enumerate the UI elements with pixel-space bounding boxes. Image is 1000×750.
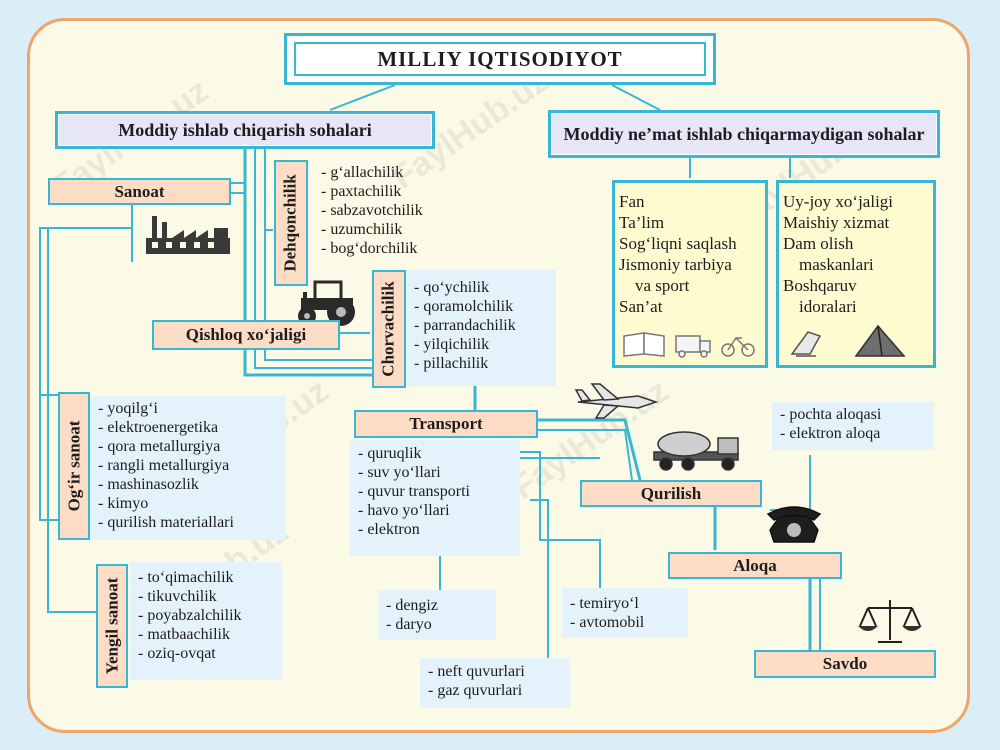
agriculture-node: Qishloq xo‘jaligi — [152, 320, 340, 350]
ambulance-icon — [675, 335, 711, 358]
livestock-label: Chorvachilik — [372, 270, 406, 388]
list-item: sabzavotchilik — [321, 201, 465, 220]
list-item: suv yo‘llari — [358, 463, 512, 482]
farming-list: g‘allachilik paxtachilik sabzavotchilik … — [313, 160, 473, 264]
non-material-header: Moddiy ne’mat ishlab chiqarmaydigan soha… — [548, 110, 940, 158]
book-icon — [623, 332, 665, 357]
pipeline-transport-list: neft quvurlari gaz quvurlari — [420, 658, 570, 708]
nm-right-line-5: Boshqaruv — [783, 276, 857, 295]
list-item: pillachilik — [414, 354, 548, 373]
communication-node: Aloqa — [668, 552, 842, 579]
communication-list: pochta aloqasi elektron aloqa — [772, 402, 934, 450]
nm-left-line-6: San’at — [619, 297, 663, 316]
list-item: avtomobil — [570, 613, 680, 632]
list-item: paxtachilik — [321, 182, 465, 201]
nm-right-line-1: Uy-joy xo‘jaligi — [783, 192, 894, 211]
heavy-industry-label-text: Og‘ir sanoat — [64, 420, 84, 512]
land-transport-list: temiryo‘l avtomobil — [562, 588, 688, 638]
arrow-to-material — [329, 84, 396, 111]
household-services-box: Uy-joy xo‘jaligi Maishiy xizmat Dam olis… — [776, 180, 936, 368]
list-item: uzumchilik — [321, 220, 465, 239]
tent-icon — [854, 324, 906, 357]
nm-right-line-2: Maishiy xizmat — [783, 213, 890, 232]
list-item: pochta aloqasi — [780, 405, 926, 424]
list-item: g‘allachilik — [321, 163, 465, 182]
nm-right-line-3: Dam olish — [783, 234, 854, 253]
list-item: elektron aloqa — [780, 424, 926, 443]
list-item: gaz quvurlari — [428, 681, 562, 700]
list-item: temiryo‘l — [570, 594, 680, 613]
nm-left-line-1: Fan — [619, 192, 645, 211]
list-item: yilqichilik — [414, 335, 548, 354]
list-item: to‘qimachilik — [138, 568, 274, 587]
list-item: kimyo — [98, 494, 278, 513]
livestock-list: qo‘ychilik qoramolchilik parrandachilik … — [406, 270, 556, 386]
list-item: qurilish materiallari — [98, 513, 278, 532]
nm-right-line-6: idoralari — [799, 297, 857, 316]
list-item: daryo — [386, 615, 488, 634]
list-item: rangli metallurgiya — [98, 456, 278, 475]
nm-left-line-2: Ta’lim — [619, 213, 665, 232]
lounge-chair-icon — [790, 331, 822, 357]
nm-left-line-3: Sog‘liqni saqlash — [619, 234, 737, 253]
list-item: yoqilg‘i — [98, 399, 278, 418]
nm-left-line-5: va sport — [635, 276, 690, 295]
list-item: qo‘ychilik — [414, 278, 548, 297]
diagram-title-text: MILLIY IQTISODIYOT — [294, 42, 706, 76]
industry-node: Sanoat — [48, 178, 231, 205]
list-item: elektron — [358, 520, 512, 539]
material-production-header: Moddiy ishlab chiqarish sohalari — [55, 111, 435, 149]
light-industry-list: to‘qimachilik tikuvchilik poyabzalchilik… — [130, 562, 282, 680]
scales-icon — [858, 600, 922, 643]
list-item: oziq-ovqat — [138, 644, 274, 663]
light-industry-label-text: Yengil sanoat — [102, 577, 122, 675]
list-item: quruqlik — [358, 444, 512, 463]
nm-left-line-4: Jismoniy tarbiya — [619, 255, 732, 274]
farming-label-text: Dehqonchilik — [281, 174, 300, 272]
nm-right-line-4: maskanlari — [799, 255, 874, 274]
list-item: parrandachilik — [414, 316, 548, 335]
list-item: dengiz — [386, 596, 488, 615]
construction-node: Qurilish — [580, 480, 762, 507]
transport-node: Transport — [354, 410, 538, 438]
list-item: matbaachilik — [138, 625, 274, 644]
heavy-industry-label: Og‘ir sanoat — [58, 392, 90, 540]
list-item: mashinasozlik — [98, 475, 278, 494]
list-item: qora metallurgiya — [98, 437, 278, 456]
factory-icon — [146, 216, 230, 254]
list-item: havo yo‘llari — [358, 501, 512, 520]
leisure-icons — [790, 324, 906, 357]
list-item: qoramolchilik — [414, 297, 548, 316]
transport-list: quruqlik suv yo‘llari quvur transporti h… — [350, 440, 520, 556]
diagram-title: MILLIY IQTISODIYOT — [284, 33, 716, 85]
telephone-icon — [766, 506, 822, 543]
heavy-industry-list: yoqilg‘i elektroenergetika qora metallur… — [90, 396, 286, 540]
airplane-icon — [574, 383, 659, 419]
cement-mixer-truck-icon — [653, 431, 739, 471]
bicycle-icon — [721, 336, 755, 357]
science-services-box: Fan Ta’lim Sog‘liqni saqlash Jismoniy ta… — [612, 180, 768, 368]
list-item: elektroenergetika — [98, 418, 278, 437]
trade-node: Savdo — [754, 650, 936, 678]
farming-label: Dehqonchilik — [274, 160, 308, 286]
livestock-label-text: Chorvachilik — [379, 281, 398, 377]
list-item: bog‘dorchilik — [321, 239, 465, 258]
services-icons — [623, 332, 755, 358]
list-item: neft quvurlari — [428, 662, 562, 681]
light-industry-label: Yengil sanoat — [96, 564, 128, 688]
list-item: quvur transporti — [358, 482, 512, 501]
list-item: poyabzalchilik — [138, 606, 274, 625]
arrow-to-non-material — [611, 84, 661, 111]
water-transport-list: dengiz daryo — [378, 590, 496, 640]
list-item: tikuvchilik — [138, 587, 274, 606]
